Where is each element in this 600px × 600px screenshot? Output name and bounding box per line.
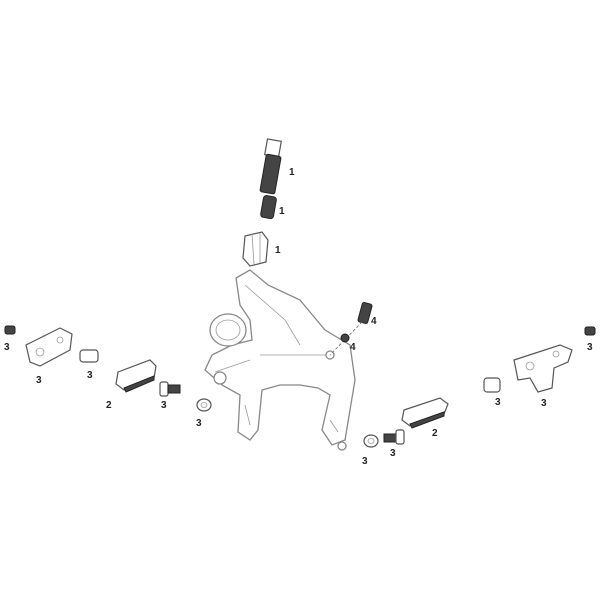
left-small-bolt	[4, 325, 16, 335]
callout-3: 3	[495, 397, 501, 408]
brake-caliper-frame	[204, 269, 356, 451]
right-pad-bolt	[383, 429, 405, 445]
callout-1: 1	[289, 167, 295, 178]
callout-4: 4	[350, 342, 356, 353]
callout-3: 3	[587, 342, 593, 353]
tension-screw	[340, 333, 350, 343]
right-small-bolt	[584, 326, 596, 336]
callout-2: 2	[432, 428, 438, 439]
callout-1: 1	[279, 206, 285, 217]
adjuster-bolt	[259, 138, 282, 195]
right-barrel-nut	[483, 377, 501, 393]
callout-3: 3	[196, 418, 202, 429]
callout-3: 3	[4, 342, 10, 353]
callout-2: 2	[106, 400, 112, 411]
left-brake-pad	[115, 359, 157, 393]
left-washer	[196, 398, 212, 412]
right-brake-pad	[401, 397, 449, 429]
adjuster-spring	[260, 195, 277, 220]
callout-3: 3	[541, 398, 547, 409]
callout-3: 3	[87, 370, 93, 381]
left-pad-bolt	[159, 381, 181, 397]
return-spring	[357, 301, 373, 325]
callout-1: 1	[275, 245, 281, 256]
left-barrel-nut	[79, 349, 99, 363]
right-pad-holder	[513, 344, 573, 393]
left-pad-holder	[25, 327, 73, 367]
right-washer	[363, 434, 379, 448]
callout-4: 4	[371, 316, 377, 327]
adjuster-nut	[242, 231, 269, 267]
callout-3: 3	[161, 400, 167, 411]
callout-3: 3	[362, 456, 368, 467]
callout-3: 3	[390, 448, 396, 459]
callout-3: 3	[36, 375, 42, 386]
